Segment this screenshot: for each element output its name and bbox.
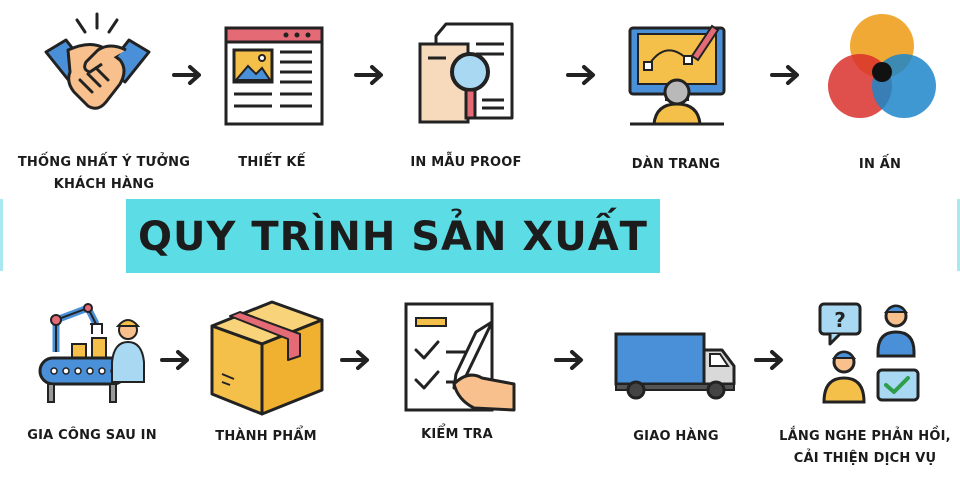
step-label-layout: DÀN TRANG: [631, 157, 721, 172]
step-label-proof: IN MẪU PROOF: [410, 155, 522, 170]
arrow-right-icon: [770, 64, 802, 90]
step-label-post-processing: GIA CÔNG SAU IN: [27, 428, 157, 443]
truck-icon: [612, 330, 738, 400]
svg-text:?: ?: [834, 308, 846, 332]
arrow-right-icon: [172, 64, 204, 90]
arrow-right-icon: [160, 349, 192, 375]
step-label-design: THIẾT KẾ: [238, 155, 306, 170]
document-magnifier-icon: [416, 22, 520, 126]
banner-edge-left: [0, 199, 3, 271]
page-title: QUY TRÌNH SẢN XUẤT: [138, 214, 648, 260]
arrow-right-icon: [354, 64, 386, 90]
step-label-agree-idea: THỐNG NHẤT Ý TƯỞNG KHÁCH HÀNG: [17, 155, 191, 192]
robot-arm-factory-icon: [36, 302, 146, 406]
arrow-right-icon: [554, 349, 586, 375]
step-label-finished-product: THÀNH PHẨM: [215, 429, 317, 444]
title-banner: QUY TRÌNH SẢN XUẤT: [126, 199, 660, 273]
cmyk-circles-icon: [826, 12, 938, 122]
banner-edge-right: [957, 199, 960, 271]
feedback-people-icon: ?: [816, 300, 924, 408]
arrow-right-icon: [340, 349, 372, 375]
designer-monitor-icon: [626, 20, 728, 128]
box-icon: [206, 296, 326, 418]
step-label-delivery: GIAO HÀNG: [633, 429, 719, 444]
handshake-icon: [40, 10, 155, 125]
web-design-icon: [224, 26, 324, 126]
step-label-feedback: LẮNG NGHE PHẢN HỒI, CẢI THIỆN DỊCH VỤ: [779, 429, 951, 466]
arrow-right-icon: [566, 64, 598, 90]
step-label-inspection: KIỂM TRA: [421, 427, 493, 442]
step-label-print: IN ẤN: [858, 157, 902, 172]
arrow-right-icon: [754, 349, 786, 375]
checklist-icon: [402, 300, 518, 414]
